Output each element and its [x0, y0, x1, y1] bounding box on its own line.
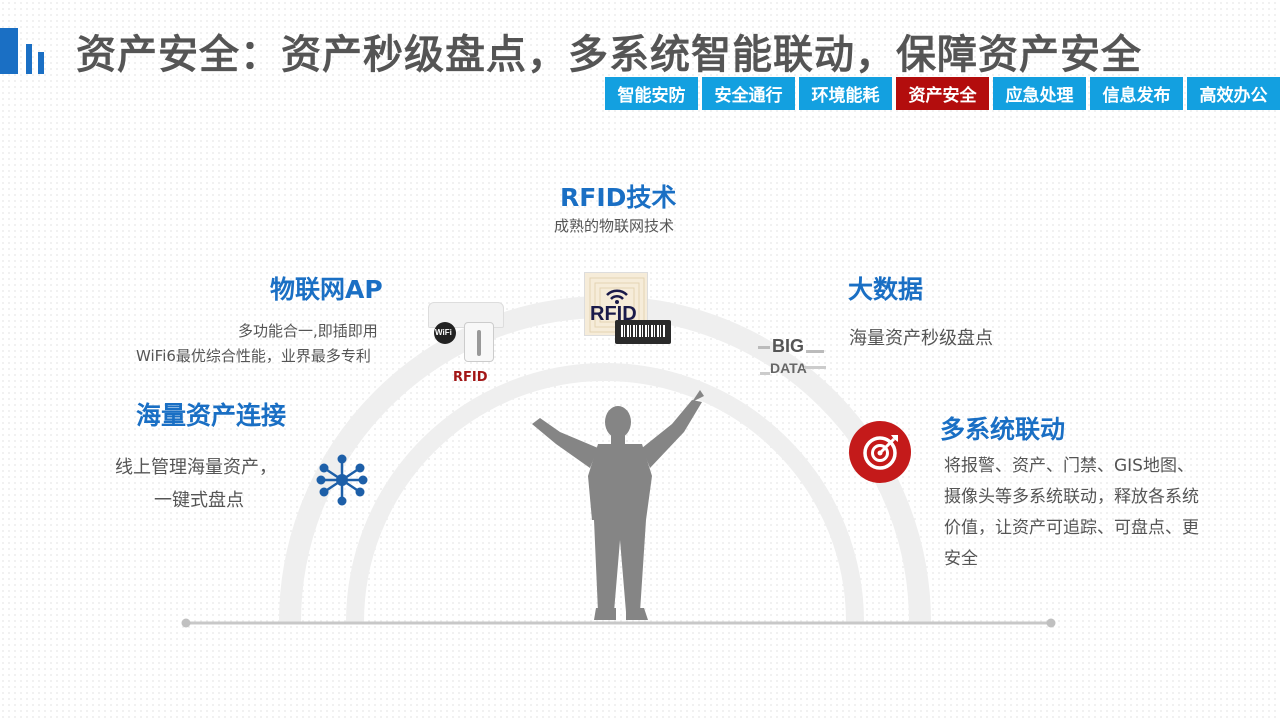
nav-tabs: 智能安防 安全通行 环境能耗 资产安全 应急处理 信息发布 高效办公 [605, 77, 1280, 110]
rfid-desc: 成熟的物联网技术 [554, 217, 675, 235]
logo-bars-icon [0, 26, 60, 74]
baseline-start-dot [181, 618, 191, 628]
tab-energy[interactable]: 环境能耗 [799, 77, 892, 110]
page-title: 资产安全：资产秒级盘点，多系统智能联动，保障资产安全 [76, 32, 1142, 78]
ap-title: 物联网AP [270, 275, 383, 304]
bigdata-desc: 海量资产秒级盘点 [849, 328, 993, 349]
wifi-label: WiFi [435, 328, 452, 337]
big-data-cloud-icon: BIG DATA [758, 336, 828, 382]
linkage-desc-line1: 将报警、资产、门禁、GIS地图、 [944, 456, 1194, 476]
baseline-end-dot [1046, 618, 1056, 628]
barcode-card-icon [615, 320, 671, 344]
linkage-desc-line3: 价值，让资产可追踪、可盘点、更 [944, 518, 1199, 538]
bigdata-title: 大数据 [848, 275, 924, 304]
tab-safe-access[interactable]: 安全通行 [702, 77, 795, 110]
ap-rfid-label: RFID [453, 370, 488, 385]
tab-emergency[interactable]: 应急处理 [993, 77, 1086, 110]
connect-desc-line2: 一键式盘点 [154, 490, 244, 511]
ap-desc-line1: 多功能合一,即插即用 [238, 322, 378, 340]
big-data-word-2: DATA [770, 360, 807, 376]
connect-desc-line1: 线上管理海量资产， [115, 457, 277, 478]
tab-asset-security[interactable]: 资产安全 [896, 77, 989, 110]
target-icon [849, 421, 911, 483]
linkage-desc-line4: 安全 [944, 549, 978, 569]
tab-office[interactable]: 高效办公 [1187, 77, 1280, 110]
person-silhouette-icon [528, 390, 704, 620]
linkage-title: 多系统联动 [940, 415, 1066, 444]
rfid-tag-label: RFID [590, 303, 637, 325]
connect-title: 海量资产连接 [136, 401, 287, 430]
ap-desc-line2: WiFi6最优综合性能，业界最多专利 [136, 347, 371, 365]
access-point-icon: WiFi [428, 302, 504, 362]
tab-smart-security[interactable]: 智能安防 [605, 77, 698, 110]
rfid-title: RFID技术 [560, 183, 677, 212]
linkage-desc-line2: 摄像头等多系统联动，释放各系统 [944, 487, 1199, 507]
big-data-word-1: BIG [772, 336, 805, 356]
tab-info-release[interactable]: 信息发布 [1090, 77, 1183, 110]
network-hub-icon [316, 454, 368, 506]
